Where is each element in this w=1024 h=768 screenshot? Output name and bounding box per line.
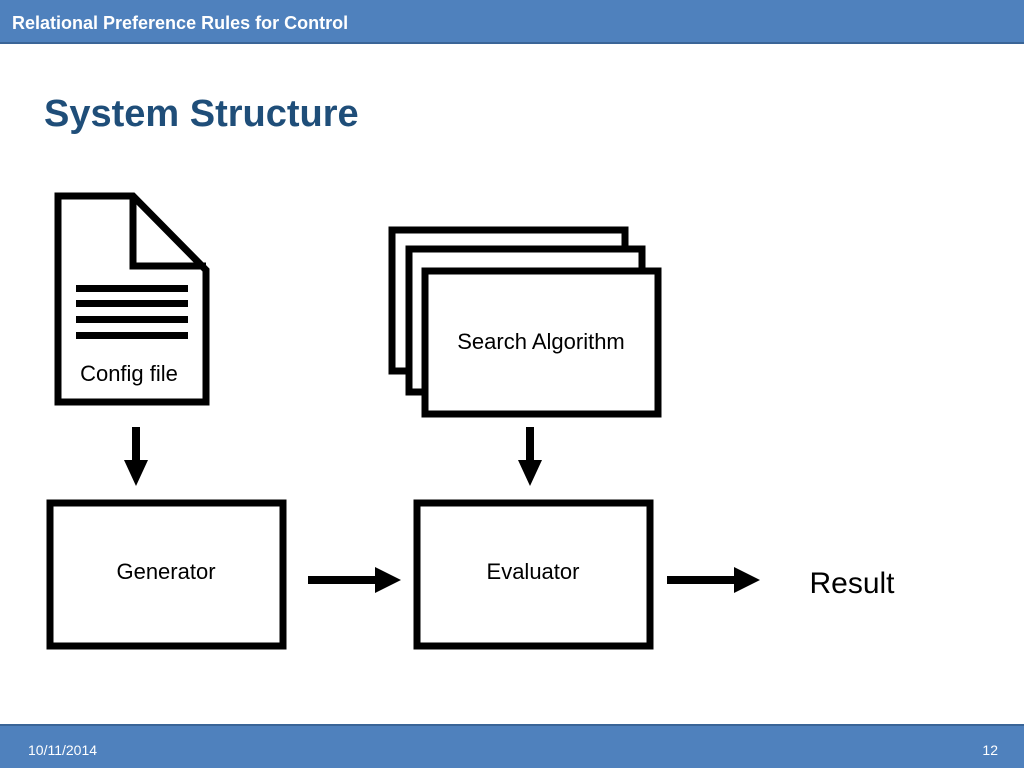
document-fold-icon bbox=[129, 196, 206, 270]
footer-date: 10/11/2014 bbox=[28, 742, 98, 758]
header-bar: Relational Preference Rules for Control bbox=[0, 0, 1024, 44]
presentation-title: Relational Preference Rules for Control bbox=[12, 13, 349, 33]
generator-label: Generator bbox=[116, 559, 215, 584]
document-lines-icon bbox=[76, 285, 188, 339]
search-algorithm-node: Search Algorithm bbox=[388, 226, 662, 418]
generator-node: Generator bbox=[46, 499, 287, 650]
arrow-evaluator-to-result bbox=[667, 567, 760, 593]
stacked-box-front bbox=[421, 267, 662, 418]
footer-bar: 10/11/2014 12 bbox=[0, 724, 1024, 768]
arrow-generator-to-evaluator bbox=[308, 567, 401, 593]
evaluator-node: Evaluator bbox=[413, 499, 654, 650]
evaluator-label: Evaluator bbox=[487, 559, 580, 584]
config-file-label: Config file bbox=[80, 361, 178, 386]
page-number: 12 bbox=[982, 742, 998, 758]
evaluator-box bbox=[413, 499, 654, 650]
document-icon bbox=[54, 192, 210, 406]
arrow-config-to-generator bbox=[124, 427, 148, 486]
config-file-node: Config file bbox=[54, 192, 210, 406]
search-algorithm-label: Search Algorithm bbox=[457, 329, 625, 354]
generator-box bbox=[46, 499, 287, 650]
slide-title: System Structure bbox=[44, 93, 359, 135]
result-label: Result bbox=[809, 567, 895, 600]
arrow-search-to-evaluator bbox=[518, 427, 542, 486]
